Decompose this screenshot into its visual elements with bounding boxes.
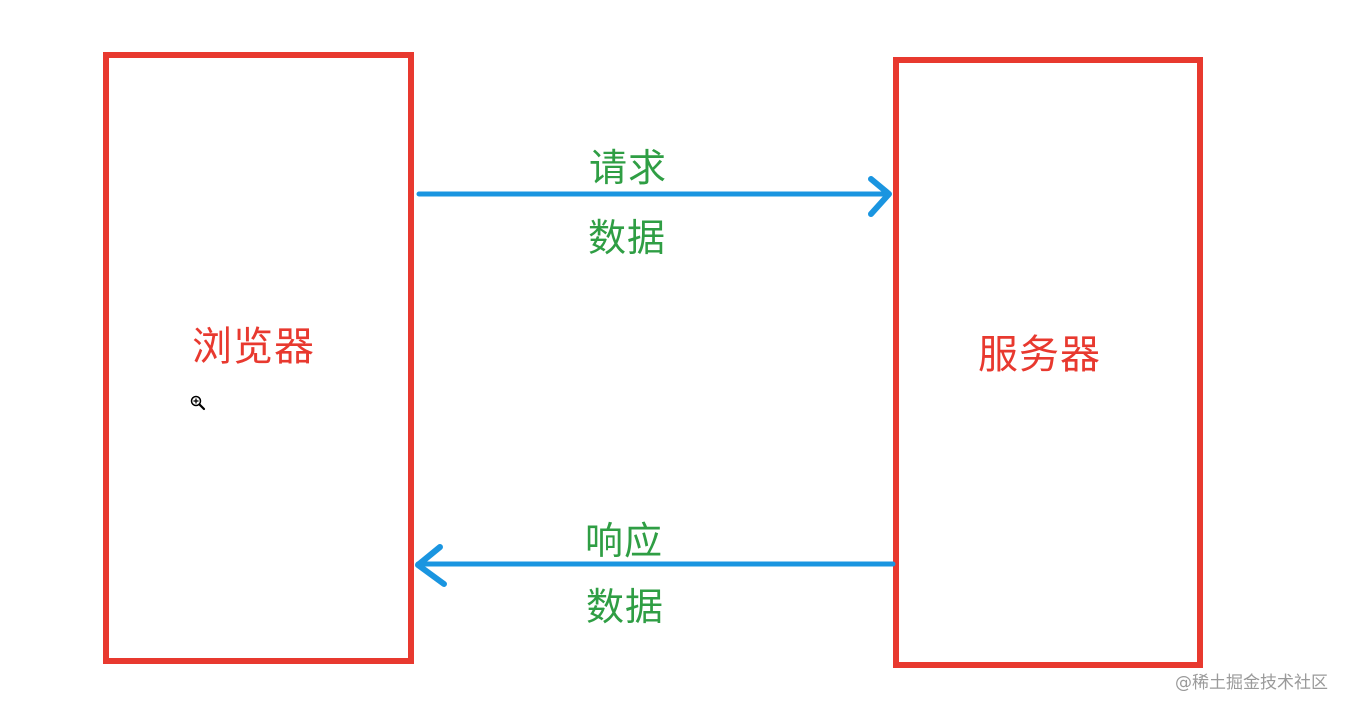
response-label: 响应 — [585, 519, 664, 563]
request-data-label: 数据 — [588, 216, 667, 260]
browser-box — [103, 52, 414, 664]
server-box — [893, 57, 1203, 668]
request-label: 请求 — [589, 146, 668, 190]
watermark: @稀土掘金技术社区 — [1175, 673, 1328, 693]
server-label: 服务器 — [978, 332, 1101, 378]
request-arrow — [416, 176, 892, 217]
response-arrow — [415, 544, 896, 587]
browser-label: 浏览器 — [192, 324, 315, 370]
zoom-in-cursor-icon — [190, 395, 206, 411]
response-data-label: 数据 — [586, 585, 665, 629]
